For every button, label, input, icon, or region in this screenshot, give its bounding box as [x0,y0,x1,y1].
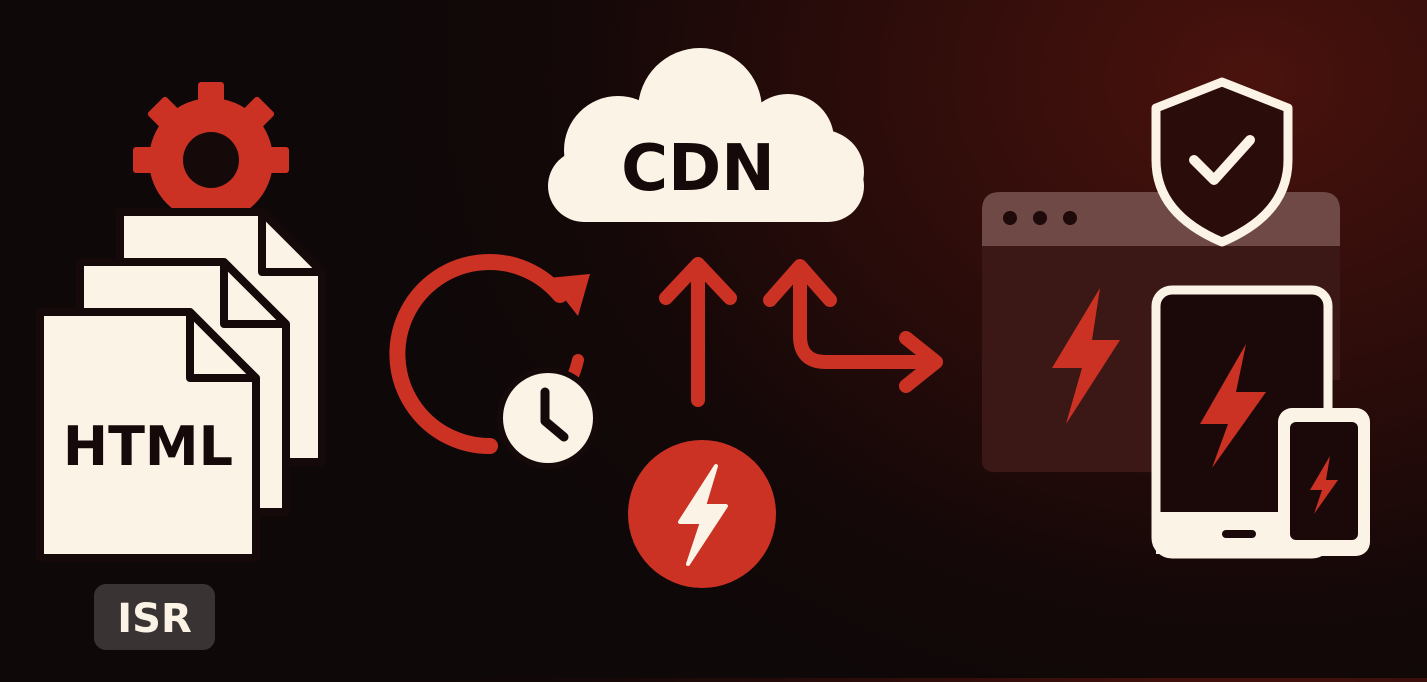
window-dot-2 [1033,211,1047,225]
phone-icon [1278,408,1370,556]
cdn-label: CDN [621,132,775,206]
browser-lightning-icon [1052,288,1120,424]
shield-check-icon [1151,77,1293,247]
cdn-cloud-icon: CDN [548,48,864,222]
window-dot-1 [1003,211,1017,225]
bent-arrow-icon [763,259,943,393]
window-dot-3 [1063,211,1077,225]
html-document-icon: HTML [36,308,260,562]
gear-icon [133,82,289,222]
refresh-arrow-icon [389,254,590,455]
isr-badge: ISR [94,584,215,650]
up-arrow-icon [659,257,737,407]
isr-badge-label: ISR [117,596,192,642]
lightning-bolt-icon [628,440,776,588]
html-file-label: HTML [63,415,233,478]
clock-icon [497,367,599,469]
